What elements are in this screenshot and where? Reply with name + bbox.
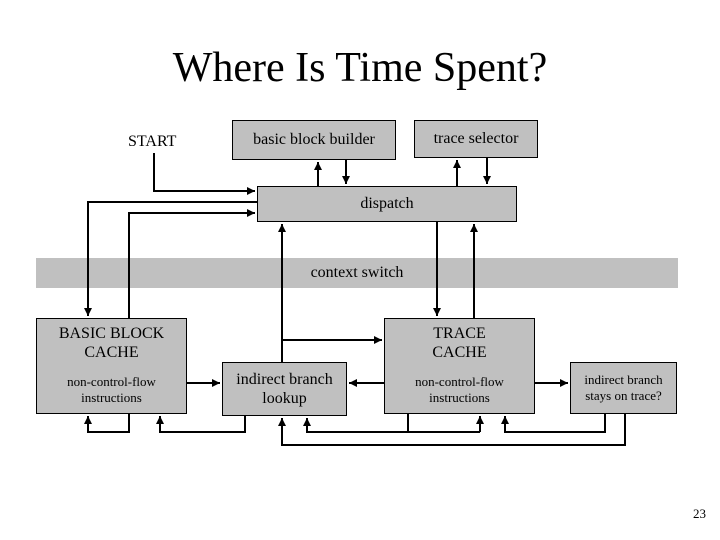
indirect-branch-lookup-line1: indirect branch <box>236 370 333 388</box>
basic-block-cache-contents: non-control-flow instructions <box>37 374 186 405</box>
slide-title: Where Is Time Spent? <box>172 45 548 91</box>
trace-cache-title-line2: CACHE <box>432 344 487 362</box>
basic-block-cache-sub-line1: non-control-flow <box>67 374 156 389</box>
page-number: 23 <box>693 506 706 521</box>
arrow-ibl-to-tcache <box>281 336 382 362</box>
dispatch-label: dispatch <box>360 195 414 213</box>
arrow-stays-to-tcache <box>501 414 606 433</box>
indirect-branch-stays-line2: stays on trace? <box>585 388 662 403</box>
trace-selector-box: trace selector <box>414 120 538 158</box>
basic-block-cache-title: BASIC BLOCK CACHE <box>37 324 186 362</box>
trace-cache-title: TRACE CACHE <box>385 324 534 362</box>
indirect-branch-lookup-line2: lookup <box>262 390 307 407</box>
trace-selector-label: trace selector <box>433 130 519 148</box>
basic-block-builder-label: basic block builder <box>253 131 375 149</box>
trace-cache-title-line1: TRACE <box>433 325 486 342</box>
arrow-bbcache-loop <box>84 414 130 433</box>
arrow-ibl-to-bbcache-bottom <box>156 416 246 433</box>
arrow-stays-to-ibl-bottom <box>278 414 626 446</box>
dispatch-box: dispatch <box>257 186 517 222</box>
indirect-branch-stays-line1: indirect branch <box>584 372 663 388</box>
trace-cache-box: TRACE CACHE non-control-flow instruction… <box>384 318 535 414</box>
trace-cache-sub-line2: instructions <box>429 389 490 405</box>
basic-block-cache-title-line2: CACHE <box>84 344 139 362</box>
basic-block-cache-title-line1: BASIC BLOCK <box>58 325 165 342</box>
indirect-branch-lookup-box: indirect branch lookup <box>222 362 347 416</box>
indirect-branch-stays-box: indirect branch stays on trace? <box>570 362 677 414</box>
start-label: START <box>128 133 177 150</box>
basic-block-builder-box: basic block builder <box>232 120 396 160</box>
basic-block-cache-box: BASIC BLOCK CACHE non-control-flow instr… <box>36 318 187 414</box>
trace-cache-sub-line1: non-control-flow <box>415 374 504 389</box>
basic-block-cache-sub-line2: instructions <box>81 389 142 405</box>
trace-cache-contents: non-control-flow instructions <box>385 374 534 405</box>
arrow-tcache-to-ibl-bottom-1 <box>303 414 409 433</box>
context-switch-band: context switch <box>36 258 678 288</box>
context-switch-label: context switch <box>310 264 404 281</box>
